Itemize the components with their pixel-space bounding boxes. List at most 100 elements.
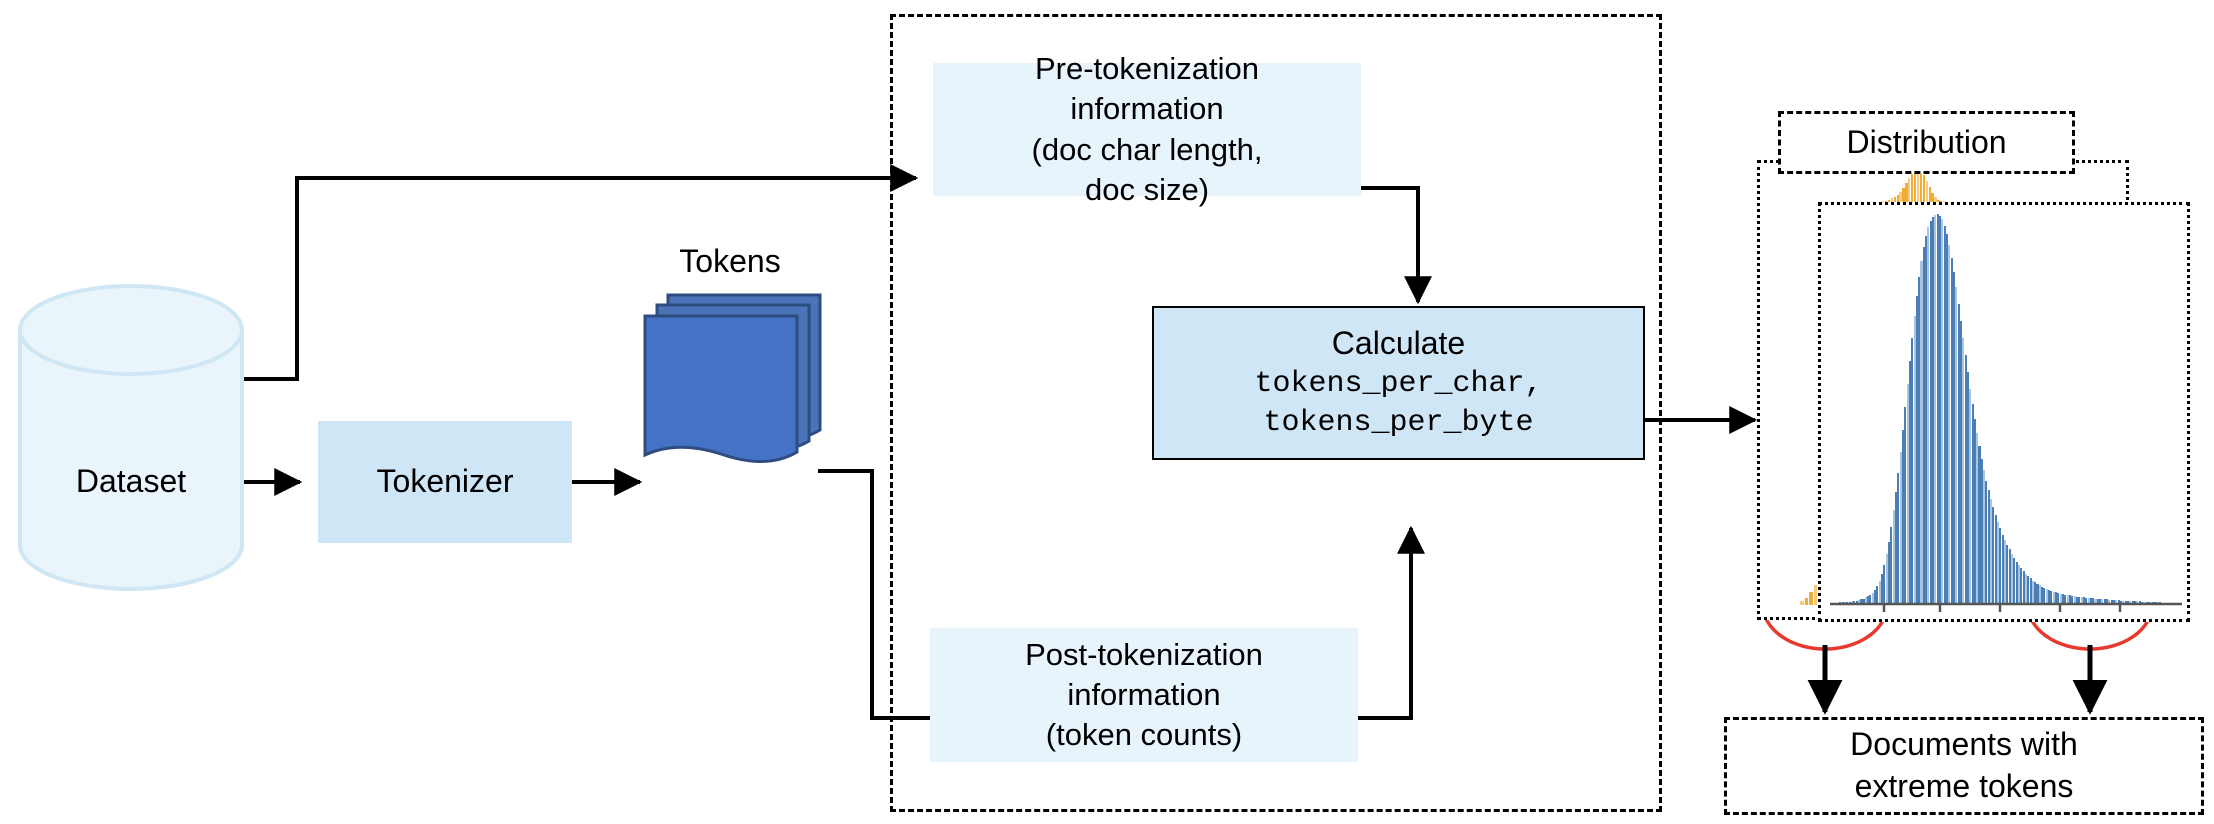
histogram-bar bbox=[1997, 522, 2000, 604]
histogram-bar bbox=[2020, 568, 2023, 604]
histogram-bar bbox=[2029, 578, 2032, 604]
histogram-bar bbox=[1962, 338, 1965, 604]
histogram-bar bbox=[2085, 597, 2088, 604]
histogram-bar bbox=[2094, 598, 2097, 604]
distribution-panel-front bbox=[1818, 202, 2190, 622]
distribution-title-box[interactable]: Distribution bbox=[1778, 111, 2075, 174]
histogram-bar bbox=[1987, 490, 1990, 604]
histogram-bar bbox=[2017, 565, 2020, 604]
histogram-bar bbox=[1876, 586, 1879, 604]
histogram-bar bbox=[2043, 587, 2046, 604]
pipeline-container bbox=[890, 14, 1662, 812]
histogram-bar bbox=[1914, 170, 1917, 202]
histogram-bar bbox=[1809, 592, 1813, 605]
histogram-bar bbox=[2048, 589, 2051, 604]
histogram-bar bbox=[2066, 595, 2069, 604]
histogram-bar bbox=[1957, 303, 1960, 604]
histogram-bar bbox=[1908, 360, 1911, 604]
pre-tokenization-line-4: doc size) bbox=[1084, 171, 1210, 207]
documents-node[interactable]: Documents with extreme tokens bbox=[1724, 717, 2204, 815]
histogram-bar bbox=[2133, 601, 2136, 604]
histogram-bar bbox=[2096, 598, 2099, 604]
histogram-bar bbox=[2089, 598, 2092, 604]
tokens-card-front bbox=[643, 314, 799, 463]
cylinder-top bbox=[18, 284, 244, 376]
histogram-bar bbox=[1941, 219, 1944, 604]
tokenizer-node[interactable]: Tokenizer bbox=[318, 421, 572, 543]
histogram-bar bbox=[1906, 384, 1909, 604]
histogram-bar bbox=[1916, 170, 1920, 202]
histogram-bar bbox=[1918, 277, 1921, 604]
histogram-bar bbox=[1919, 171, 1923, 202]
histogram-bar bbox=[1897, 472, 1900, 604]
arrow-tokens-to-posttok bbox=[818, 469, 930, 720]
histogram-bar bbox=[2036, 583, 2039, 604]
pre-tokenization-node[interactable]: Pre-tokenization information (doc char l… bbox=[933, 51, 1361, 207]
histogram-bar bbox=[1920, 260, 1923, 604]
histogram-bar bbox=[2015, 561, 2018, 604]
blue-histogram bbox=[1830, 214, 2178, 604]
histogram-bar bbox=[1813, 584, 1818, 605]
tokens-label: Tokens bbox=[679, 243, 781, 279]
histogram-bar bbox=[1862, 598, 1865, 604]
histogram-bar bbox=[2129, 600, 2132, 604]
calculate-node[interactable]: Calculate tokens_per_char, tokens_per_by… bbox=[1152, 306, 1645, 460]
histogram-bar bbox=[1804, 597, 1809, 605]
histogram-bar bbox=[2041, 586, 2044, 604]
calculate-formula-1: tokens_per_char, bbox=[1254, 366, 1543, 401]
histogram-bar bbox=[1973, 419, 1976, 604]
histogram-bar bbox=[2038, 585, 2041, 604]
histogram-bar bbox=[1867, 596, 1870, 604]
histogram-bar bbox=[2001, 534, 2004, 604]
histogram-bar bbox=[1911, 173, 1914, 202]
histogram-bar bbox=[2006, 544, 2009, 604]
histogram-bar bbox=[1983, 469, 1986, 604]
arrow-posttok-to-calculate bbox=[1355, 525, 1425, 720]
histogram-bar bbox=[2022, 571, 2025, 604]
histogram-bar bbox=[1943, 225, 1946, 604]
post-tokenization-node[interactable]: Post-tokenization information (token cou… bbox=[930, 628, 1358, 762]
histogram-bar bbox=[1904, 407, 1907, 604]
histogram-bar bbox=[1927, 227, 1930, 604]
histogram-bar bbox=[2024, 573, 2027, 604]
pre-tokenization-line-1: Pre-tokenization bbox=[1034, 50, 1259, 86]
histogram-bar bbox=[1978, 446, 1981, 604]
histogram-bar bbox=[1902, 187, 1905, 202]
histogram-bar bbox=[1890, 198, 1893, 202]
histogram-bar bbox=[1899, 451, 1902, 604]
histogram-bar bbox=[1890, 526, 1893, 604]
histogram-bar bbox=[1915, 295, 1918, 604]
histogram-bar bbox=[1992, 507, 1995, 604]
histogram-bar bbox=[1936, 214, 1939, 604]
histogram-bar bbox=[1934, 197, 1937, 202]
histogram-bar bbox=[1946, 234, 1949, 604]
histogram-bar bbox=[1882, 201, 1885, 202]
histogram-bar bbox=[1976, 433, 1979, 604]
histogram-bar bbox=[1929, 221, 1932, 604]
histogram-bar bbox=[1934, 214, 1937, 604]
distribution-label: Distribution bbox=[1846, 123, 2007, 160]
histogram-bar bbox=[1999, 528, 2002, 604]
histogram-bar bbox=[2004, 540, 2007, 604]
histogram-bar bbox=[1864, 597, 1867, 604]
histogram-bar bbox=[1932, 217, 1935, 604]
histogram-bar bbox=[1883, 565, 1886, 604]
histogram-bar bbox=[1950, 257, 1953, 604]
histogram-bar bbox=[1964, 355, 1967, 604]
histogram-bar bbox=[2126, 600, 2129, 604]
histogram-bar bbox=[1966, 372, 1969, 604]
histogram-bar bbox=[1853, 600, 1856, 604]
calculate-title: Calculate bbox=[1331, 325, 1466, 362]
histogram-bar bbox=[2064, 594, 2067, 604]
histogram-bar bbox=[1887, 199, 1891, 202]
histogram-bar bbox=[1860, 599, 1863, 604]
histogram-bar bbox=[2103, 599, 2106, 604]
histogram-bar bbox=[2106, 599, 2109, 604]
histogram-bar bbox=[1985, 480, 1988, 604]
histogram-bar bbox=[2062, 594, 2065, 604]
histogram-bar bbox=[1959, 320, 1962, 604]
post-tokenization-line-1: Post-tokenization bbox=[1025, 636, 1263, 672]
